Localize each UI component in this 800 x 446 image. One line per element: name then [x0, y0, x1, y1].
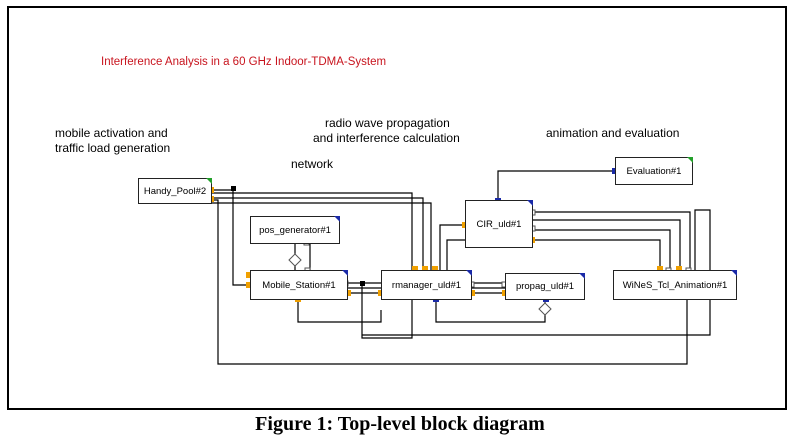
- block-label: propag_uld#1: [515, 281, 575, 292]
- wire-wines-right: [362, 209, 711, 336]
- block-mobile-station[interactable]: Mobile_Station#1: [250, 270, 348, 300]
- corner-marker: [731, 270, 737, 276]
- wire-cir-to-rmanager: [446, 239, 465, 270]
- corner-marker: [342, 270, 348, 276]
- diamond-port: [288, 253, 302, 267]
- corner-marker: [206, 178, 212, 184]
- wire-cir-to-wines-3: [533, 229, 671, 270]
- label-radio-wave-line2: and interference calculation: [313, 131, 460, 145]
- block-propag[interactable]: propag_uld#1: [505, 273, 585, 300]
- block-pos-generator[interactable]: pos_generator#1: [250, 216, 340, 244]
- wire-handy-bottom-loop: [212, 199, 688, 365]
- diamond-port: [538, 302, 552, 316]
- diagram-frame: [7, 6, 787, 410]
- port-out: [469, 290, 475, 296]
- corner-marker: [466, 270, 472, 276]
- figure-caption: Figure 1: Top-level block diagram: [255, 413, 545, 435]
- junction-dot: [231, 186, 236, 191]
- wire-handy-to-mobile: [212, 189, 250, 286]
- label-network: network: [291, 157, 334, 171]
- corner-marker: [687, 157, 693, 163]
- wire-rmanager-to-mobile-back: [361, 283, 413, 339]
- port-out: [432, 266, 438, 272]
- wire-cir-to-wines-4: [533, 239, 661, 270]
- block-rmanager[interactable]: rmanager_uld#1: [381, 270, 472, 300]
- port-out: [412, 266, 418, 272]
- block-label: Evaluation#1: [626, 165, 682, 177]
- port-out: [246, 282, 252, 288]
- block-label: rmanager_uld#1: [391, 279, 462, 291]
- label-radio-wave-line1: radio wave propagation: [325, 116, 450, 130]
- label-mobile-activation-line2: traffic load generation: [55, 141, 171, 155]
- wire-rmanager-to-cir: [439, 224, 465, 270]
- wire-cir-to-evaluation: [497, 170, 615, 200]
- corner-marker: [579, 273, 585, 279]
- block-evaluation[interactable]: Evaluation#1: [615, 157, 693, 185]
- port-out: [246, 272, 252, 278]
- wire-cir-to-wines-2: [533, 219, 681, 270]
- port-out: [676, 266, 682, 272]
- port-out: [657, 266, 663, 272]
- block-handy-pool[interactable]: Handy_Pool#2: [138, 178, 212, 204]
- block-label: WiNeS_Tcl_Animation#1: [622, 279, 728, 291]
- block-label: pos_generator#1: [259, 224, 331, 236]
- diagram-title: Interference Analysis in a 60 GHz Indoor…: [101, 56, 387, 68]
- corner-marker: [527, 200, 533, 206]
- port-out: [345, 290, 351, 296]
- wire-cir-to-wines-1: [533, 211, 691, 270]
- junction-dot: [360, 281, 365, 286]
- block-label: Handy_Pool#2: [143, 185, 207, 197]
- corner-marker: [334, 216, 340, 222]
- block-label: Mobile_Station#1: [262, 279, 336, 291]
- wire-handy-to-rmanager-2: [212, 197, 424, 270]
- wire-handy-to-rmanager-1: [212, 192, 413, 270]
- wire-propag-to-rmanager-back: [435, 300, 546, 323]
- wire-handy-to-rmanager-3: [212, 202, 432, 270]
- label-mobile-activation-line1: mobile activation and: [55, 126, 168, 140]
- port-out: [422, 266, 428, 272]
- block-label: CIR_uld#1: [476, 218, 522, 230]
- block-cir[interactable]: CIR_uld#1: [465, 200, 533, 248]
- wire-mobile-bottom: [297, 300, 382, 323]
- block-wines-animation[interactable]: WiNeS_Tcl_Animation#1: [613, 270, 737, 300]
- label-animation: animation and evaluation: [546, 126, 680, 140]
